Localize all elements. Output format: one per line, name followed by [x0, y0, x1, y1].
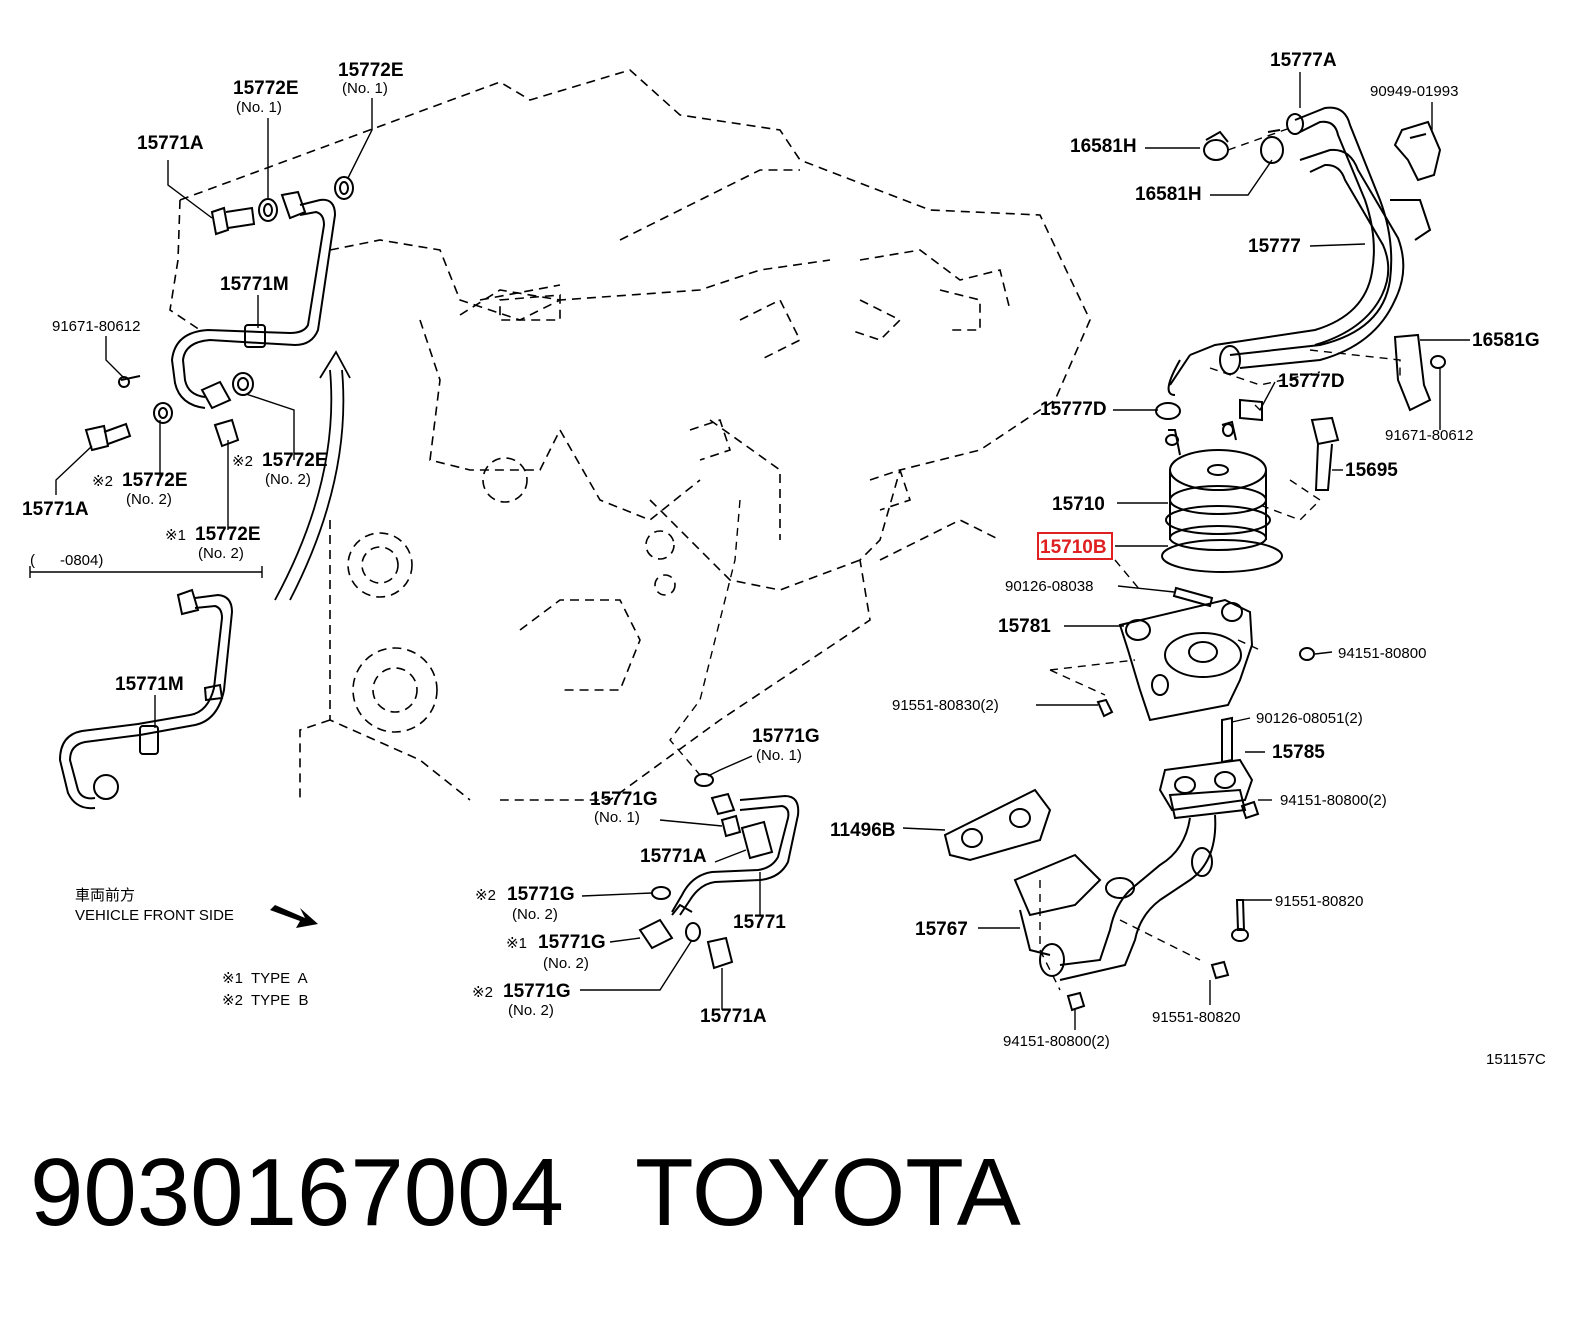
label-15772E-no1b: 15772E [338, 60, 404, 81]
label-15710: 15710 [1052, 494, 1105, 515]
label-15771A-mid: 15771A [640, 846, 707, 867]
label-16581G: 16581G [1472, 330, 1540, 351]
label-15772E-no2c: 15772E [195, 524, 261, 545]
label-15771G-d-sub: (No. 2) [543, 955, 589, 972]
front-arrow-icon [270, 905, 318, 928]
label-15777A: 15777A [1270, 50, 1337, 71]
label-16581H-a: 16581H [1070, 136, 1137, 157]
direction-arrow-icon [274, 350, 351, 601]
label-90126-08051: 90126-08051(2) [1256, 710, 1363, 727]
label-15771G-c-mark: ※2 [475, 887, 496, 904]
label-15771G-e: 15771G [503, 981, 571, 1002]
label-15772E-no2b-mark: ※2 [232, 453, 253, 470]
label-15772E-no1b-sub: (No. 1) [342, 80, 388, 97]
label-15772E-no2c-sub: (No. 2) [198, 545, 244, 562]
bracket-15781 [1096, 598, 1315, 764]
label-15772E-no1a-sub: (No. 1) [236, 99, 282, 116]
label-15771G-a: 15771G [752, 726, 820, 747]
label-90949: 90949-01993 [1370, 83, 1458, 100]
oil-filter-15710 [1161, 420, 1283, 573]
label-15771A-left: 15771A [22, 499, 89, 520]
label-15777: 15777 [1248, 236, 1301, 257]
label-15777D-b: 15777D [1278, 371, 1345, 392]
label-15695: 15695 [1345, 460, 1398, 481]
label-15771A-top: 15771A [137, 133, 204, 154]
label-15772E-no1a: 15772E [233, 78, 299, 99]
label-90126-08038: 90126-08038 [1005, 578, 1093, 595]
label-16581H-b: 16581H [1135, 184, 1202, 205]
label-94151-c: 94151-80800(2) [1003, 1033, 1110, 1050]
label-15772E-no2a-mark: ※2 [92, 473, 113, 490]
lower-fittings-left [84, 372, 254, 452]
part-labels: 15771A 15772E (No. 1) 15772E (No. 1) 157… [22, 50, 1546, 1068]
label-15710B: 15710B [1040, 537, 1107, 558]
label-15767: 15767 [915, 919, 968, 940]
label-91551-80820-b: 91551-80820 [1152, 1009, 1240, 1026]
part-number: 9030167004 [30, 1139, 564, 1246]
label-ref-code: 151157C [1486, 1051, 1546, 1068]
oil-pipe-lower [58, 588, 234, 810]
pipe-15767 [1013, 788, 1247, 981]
label-15771A-bottom: 15771A [700, 1006, 767, 1027]
label-15771G-c: 15771G [507, 884, 575, 905]
crank-pulley [347, 457, 676, 733]
stud-90126-08038 [1172, 586, 1214, 608]
label-front-jp: 車両前方 [75, 887, 135, 904]
label-15771G-c-sub: (No. 2) [512, 906, 558, 923]
brand-name: TOYOTA [635, 1139, 1021, 1246]
label-94151-a: 94151-80800 [1338, 645, 1426, 662]
label-15771: 15771 [733, 912, 786, 933]
label-15781: 15781 [998, 616, 1051, 637]
label-91551-80830: 91551-80830(2) [892, 697, 999, 714]
label-15772E-no2b: 15772E [262, 450, 328, 471]
fasteners-right [1066, 800, 1260, 1012]
label-94151-b: 94151-80800(2) [1280, 792, 1387, 809]
label-15771M-top: 15771M [220, 274, 289, 295]
dashed-guides-mid [669, 499, 741, 776]
label-15771G-d-mark: ※1 [506, 935, 527, 952]
label-15771G-e-mark: ※2 [472, 984, 493, 1001]
highlight-box [1037, 532, 1113, 560]
leader-lines [55, 72, 1470, 1030]
oil-pipe-15771 [638, 773, 800, 970]
gasket-15785 [1158, 758, 1254, 812]
label-15772E-no2c-mark: ※1 [165, 527, 186, 544]
engine-block-outline [169, 69, 1091, 801]
label-type-a: ※1 TYPE A [222, 970, 308, 987]
hose-clamps [1155, 120, 1446, 422]
oil-pipe-upper [170, 198, 337, 409]
label-11496B: 11496B [830, 820, 896, 841]
label-type-b: ※2 TYPE B [222, 992, 309, 1009]
label-91551-80820-a: 91551-80820 [1275, 893, 1363, 910]
label-15771G-a-sub: (No. 1) [756, 747, 802, 764]
bolt-15771A-top [210, 176, 354, 236]
gasket-11496B [943, 788, 1052, 862]
label-15771G-b-sub: (No. 1) [594, 809, 640, 826]
label-15772E-no2b-sub: (No. 2) [265, 471, 311, 488]
range-bracket [29, 566, 263, 578]
label-front-en: VEHICLE FRONT SIDE [75, 907, 234, 924]
label-91671-right: 91671-80612 [1385, 427, 1473, 444]
label-15772E-no2a: 15772E [122, 470, 188, 491]
label-15777D-a: 15777D [1040, 399, 1107, 420]
bolt-15695 [1310, 416, 1340, 491]
label-15771G-b: 15771G [590, 789, 658, 810]
label-15771G-d: 15771G [538, 932, 606, 953]
label-15772E-no2a-sub: (No. 2) [126, 491, 172, 508]
label-91671-left: 91671-80612 [52, 318, 140, 335]
label-range: ( -0804) [30, 552, 103, 569]
label-15771M-low: 15771M [115, 674, 184, 695]
label-15785: 15785 [1272, 742, 1325, 763]
hose-15777 [1167, 106, 1432, 396]
label-15771G-e-sub: (No. 2) [508, 1002, 554, 1019]
